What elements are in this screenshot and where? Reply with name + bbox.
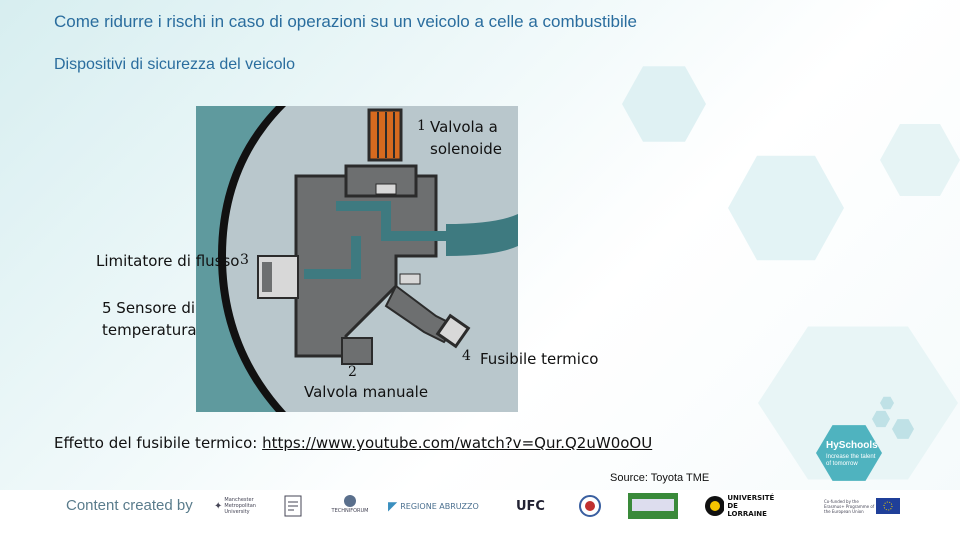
manchester-icon: ✦: [214, 500, 223, 512]
bg-hexagon: [880, 124, 960, 196]
valve-diagram-illustration: [196, 106, 518, 412]
lorraine-logo: UNIVERSITÉ DE LORRAINE: [704, 494, 776, 518]
solenoid-label-line1: Valvola a: [430, 118, 498, 136]
source-note: Source: Toyota TME: [610, 472, 710, 484]
emblem-icon: [579, 495, 601, 517]
school-photo-logo: [628, 493, 680, 519]
regione-abruzzo-logo: ◤ REGIONE ABRUZZO: [388, 499, 479, 513]
globe-icon: [344, 495, 356, 507]
fuse-number: 4: [462, 348, 471, 364]
lorraine-icon: [705, 496, 725, 516]
flow-limiter-label: Limitatore di flusso: [96, 252, 240, 270]
sensor-label-line1: 5 Sensore di: [102, 299, 196, 317]
hyschools-tagline: Increase the talent of tomorrow: [826, 454, 876, 467]
valve-diagram: [196, 106, 518, 412]
hyschools-name: HySchools: [826, 440, 878, 451]
techniforum-logo: TECHNIFORUM: [330, 494, 370, 518]
school-photo-icon: [628, 493, 678, 519]
effect-line: Effetto del fusibile termico: https://ww…: [54, 434, 652, 452]
solenoid-label-line2: solenoide: [430, 140, 502, 158]
bg-hexagon: [728, 155, 844, 261]
ufc-logo: UFC: [516, 498, 545, 514]
bg-hexagon: [872, 410, 890, 428]
regione-icon: ◤: [388, 499, 398, 513]
sensor-label-line2: temperatura: [102, 321, 197, 339]
eu-flag-icon: [876, 498, 900, 514]
bg-hexagon: [622, 66, 706, 142]
crest-icon: [284, 495, 302, 517]
eu-erasmus-logo: Co-funded by the Erasmus+ Programme of t…: [824, 494, 904, 518]
bg-hexagon: [880, 396, 894, 410]
manual-valve-number: 2: [348, 364, 357, 380]
manchester-logo: ✦ Manchester Metropolitan University: [214, 497, 256, 515]
manual-valve-label: Valvola manuale: [304, 383, 429, 401]
university-emblem-logo: [578, 494, 604, 518]
slide-subtitle: Dispositivi di sicurezza del veicolo: [54, 56, 295, 73]
partner-crest-logo: [282, 494, 308, 518]
youtube-link[interactable]: https://www.youtube.com/watch?v=Qur.Q2uW…: [262, 434, 653, 452]
flow-limiter-number: 3: [240, 252, 249, 268]
slide-title: Come ridurre i rischi in caso di operazi…: [54, 12, 637, 31]
effect-prefix: Effetto del fusibile termico:: [54, 434, 263, 452]
created-by-label: Content created by: [66, 497, 193, 514]
fuse-label: Fusibile termico: [480, 350, 599, 368]
footer-bar: [0, 490, 960, 540]
solenoid-number: 1: [417, 118, 426, 134]
bg-hexagon: [892, 419, 914, 439]
